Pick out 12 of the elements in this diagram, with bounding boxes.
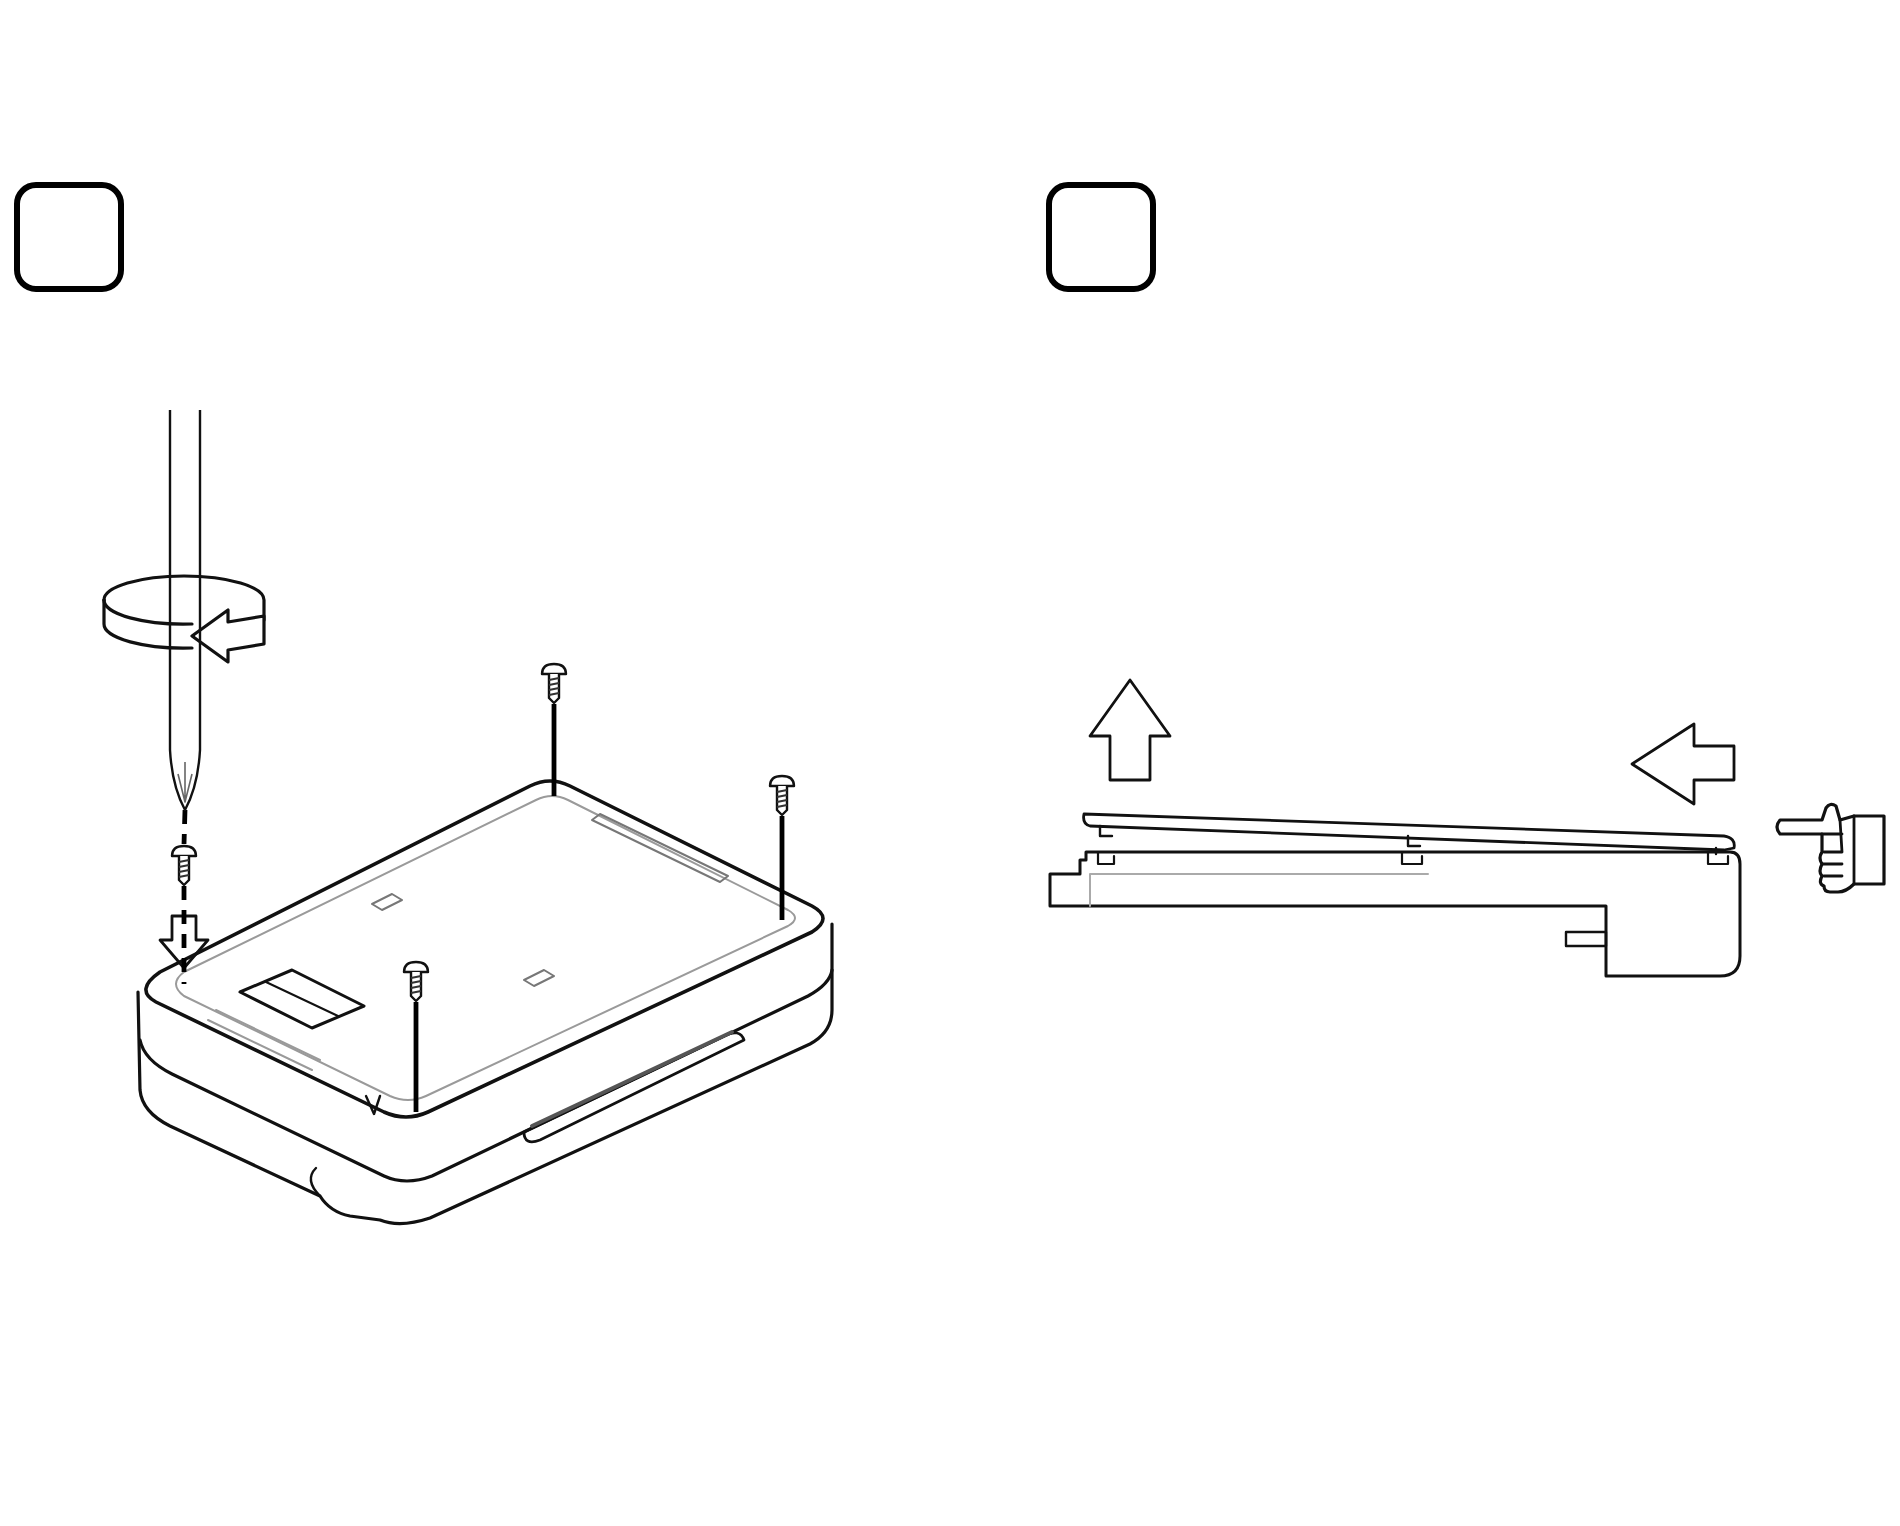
screwdriver-drawing <box>168 410 202 810</box>
guide-line <box>779 816 785 920</box>
step-box <box>1046 182 1156 292</box>
step-box <box>14 182 124 292</box>
screw-icon <box>170 844 198 886</box>
screw-icon <box>768 774 796 816</box>
screw-icon <box>402 960 430 1002</box>
guide-line <box>413 1002 419 1112</box>
dashed-guide-line <box>181 809 188 845</box>
screw-icon <box>540 662 568 704</box>
guide-line <box>551 704 557 796</box>
dashed-guide-line <box>181 886 187 984</box>
